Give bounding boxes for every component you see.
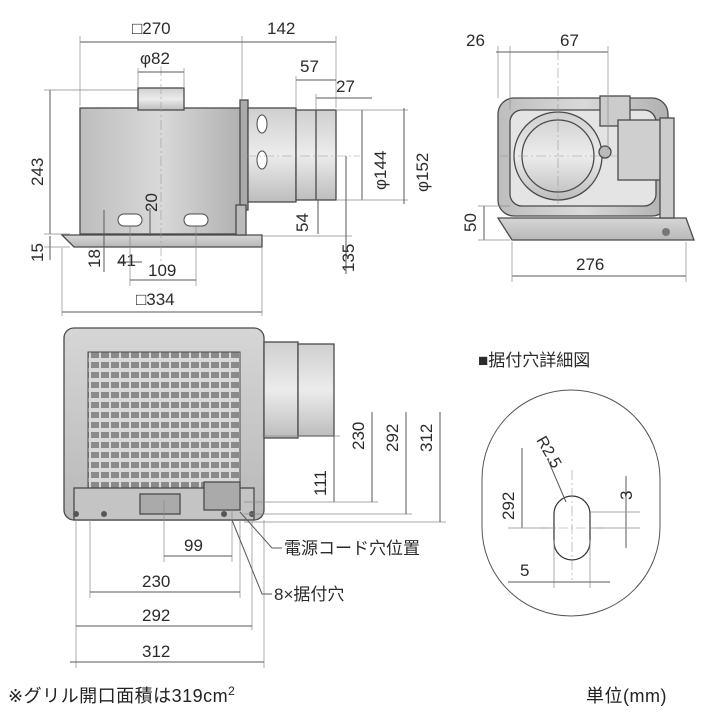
detail-title: ■据付穴詳細図 xyxy=(478,351,590,370)
dim-box270: □270 xyxy=(132,19,171,38)
mount-hole xyxy=(221,511,227,517)
dim-312h: 312 xyxy=(142,642,170,661)
footnote-unit: 単位(mm) xyxy=(586,686,667,706)
dim-phi144: φ144 xyxy=(371,151,390,190)
mount-hole xyxy=(101,511,107,517)
footnote-superscript: 2 xyxy=(228,684,236,698)
footnote-grille-text: ※グリル開口面積は319cm xyxy=(8,686,229,706)
dim-111: 111 xyxy=(311,470,330,496)
dim-99: 99 xyxy=(184,536,203,555)
slot-hole xyxy=(117,213,143,227)
dim-50: 50 xyxy=(461,213,480,232)
bottom-view: 111 230 292 312 99 230 292 312 電源コード穴位置 … xyxy=(63,327,446,668)
dim-box334: □334 xyxy=(136,290,175,309)
dim-15: 15 xyxy=(28,243,47,262)
slot-hole xyxy=(183,213,209,227)
label-mount-holes: 8×据付穴 xyxy=(274,585,344,604)
dim-292h: 292 xyxy=(142,606,170,625)
detail-view: ■据付穴詳細図 R2.5 292 3 5 xyxy=(478,351,661,617)
duct-hole xyxy=(256,150,268,170)
dim-27: 27 xyxy=(336,77,355,96)
dim-230h: 230 xyxy=(142,572,170,591)
dim-detail-292: 292 xyxy=(499,492,518,520)
dim-243: 243 xyxy=(28,158,47,186)
dim-230v: 230 xyxy=(349,422,368,450)
dim-135: 135 xyxy=(339,244,358,272)
dim-phi82: φ82 xyxy=(140,49,170,68)
dim-18: 18 xyxy=(85,249,104,268)
dim-276: 276 xyxy=(576,255,604,274)
dim-54: 54 xyxy=(293,213,312,232)
bottom-duct xyxy=(263,341,299,439)
dim-phi152: φ152 xyxy=(413,153,432,192)
duct-hole xyxy=(256,114,268,134)
side-duct-flange xyxy=(239,99,249,211)
front-base-plate xyxy=(496,217,695,241)
dim-312v: 312 xyxy=(417,424,436,452)
grille xyxy=(87,351,241,491)
dim-detail-3: 3 xyxy=(617,491,636,500)
label-cord-hole: 電源コード穴位置 xyxy=(284,539,420,558)
side-view: □270 142 φ82 57 27 243 15 20 18 4 xyxy=(28,19,432,316)
dim-142: 142 xyxy=(267,19,295,38)
dim-41: 41 xyxy=(117,251,136,270)
side-base-plate xyxy=(60,234,263,248)
dim-292v: 292 xyxy=(383,424,402,452)
dim-109: 109 xyxy=(148,261,176,280)
dim-67: 67 xyxy=(560,31,579,50)
front-view: 26 67 50 276 xyxy=(461,31,695,282)
dim-detail-5: 5 xyxy=(520,561,529,580)
footnote-grille-area: ※グリル開口面積は319cm2 xyxy=(8,682,235,708)
side-duct xyxy=(247,107,297,203)
dim-20: 20 xyxy=(142,193,161,212)
dim-26: 26 xyxy=(466,31,485,50)
mount-hole xyxy=(73,511,79,517)
dim-57: 57 xyxy=(300,57,319,76)
